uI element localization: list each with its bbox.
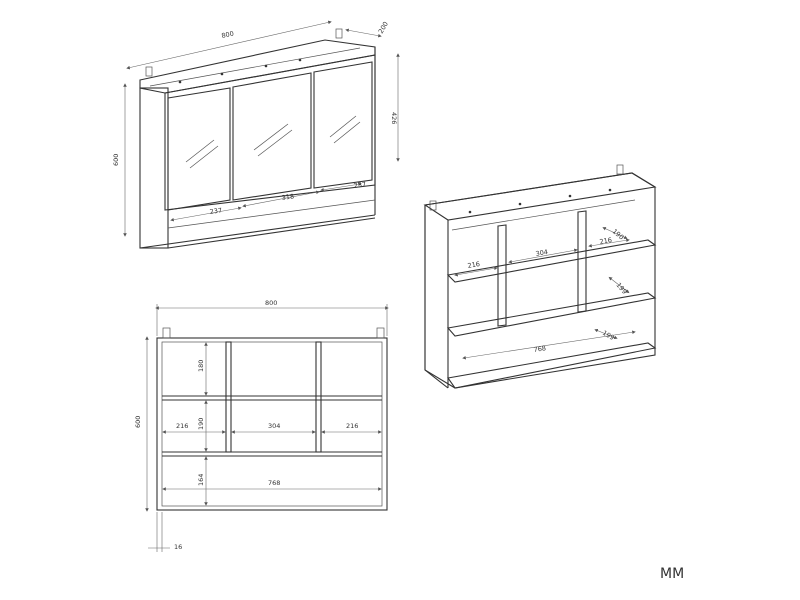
open-center-compartment-label: 304 — [535, 248, 549, 258]
closed-depth-label: 200 — [377, 20, 390, 35]
closed-cabinet-view: 800 200 600 426 237 318 237 — [112, 20, 400, 249]
closed-bracket-right — [335, 28, 343, 39]
closed-door-center — [232, 72, 312, 201]
open-bottom-shelf — [447, 342, 657, 389]
open-bracket-right — [616, 164, 624, 175]
front-bottom-width-label: 768 — [268, 479, 280, 487]
front-outer-frame — [156, 337, 388, 511]
open-shelf-gap-label: 199 — [614, 281, 628, 296]
open-divider-right — [577, 210, 587, 313]
closed-height-label: 600 — [112, 154, 120, 166]
closed-door-left-label: 237 — [209, 206, 222, 216]
open-bracket-left — [429, 200, 437, 211]
open-left-compartment-label: 216 — [467, 260, 481, 270]
front-bracket-right — [376, 327, 385, 339]
front-panel-thickness-label: 16 — [174, 543, 182, 551]
front-divider-left — [225, 341, 232, 453]
front-upper-row-label: 180 — [197, 360, 205, 372]
closed-door-center-label: 318 — [281, 192, 294, 202]
front-height-label: 600 — [134, 416, 142, 428]
front-left-compartment-label: 216 — [176, 422, 188, 430]
open-shelf-depth-label: 190 — [611, 227, 626, 241]
front-elevation-view: 800 600 180 190 164 216 304 216 768 16 — [134, 299, 389, 552]
front-bottom-row-label: 164 — [197, 474, 205, 486]
open-right-compartment-label: 216 — [599, 236, 613, 246]
open-bottom-width-label: 768 — [533, 344, 547, 354]
closed-door-left — [167, 87, 231, 211]
closed-left-side — [139, 87, 169, 249]
open-middle-shelf — [446, 239, 657, 283]
front-divider-right — [315, 341, 322, 453]
front-center-compartment-label: 304 — [268, 422, 280, 430]
closed-door-right-label: 237 — [353, 180, 366, 190]
front-bracket-left — [162, 327, 171, 339]
front-width-label: 800 — [265, 299, 277, 307]
closed-door-right — [313, 61, 373, 189]
units-label: MM — [660, 566, 685, 582]
open-top-face — [423, 172, 657, 221]
closed-upper-height-label: 426 — [390, 112, 398, 124]
closed-width-label: 800 — [221, 30, 235, 40]
front-middle-row-label: 190 — [197, 418, 205, 430]
open-cabinet-view: 216 304 216 190 199 199 768 — [423, 164, 657, 389]
open-lower-shelf — [446, 292, 657, 337]
closed-bracket-left — [145, 66, 153, 77]
front-right-compartment-label: 216 — [346, 422, 358, 430]
open-divider-left — [497, 224, 507, 327]
